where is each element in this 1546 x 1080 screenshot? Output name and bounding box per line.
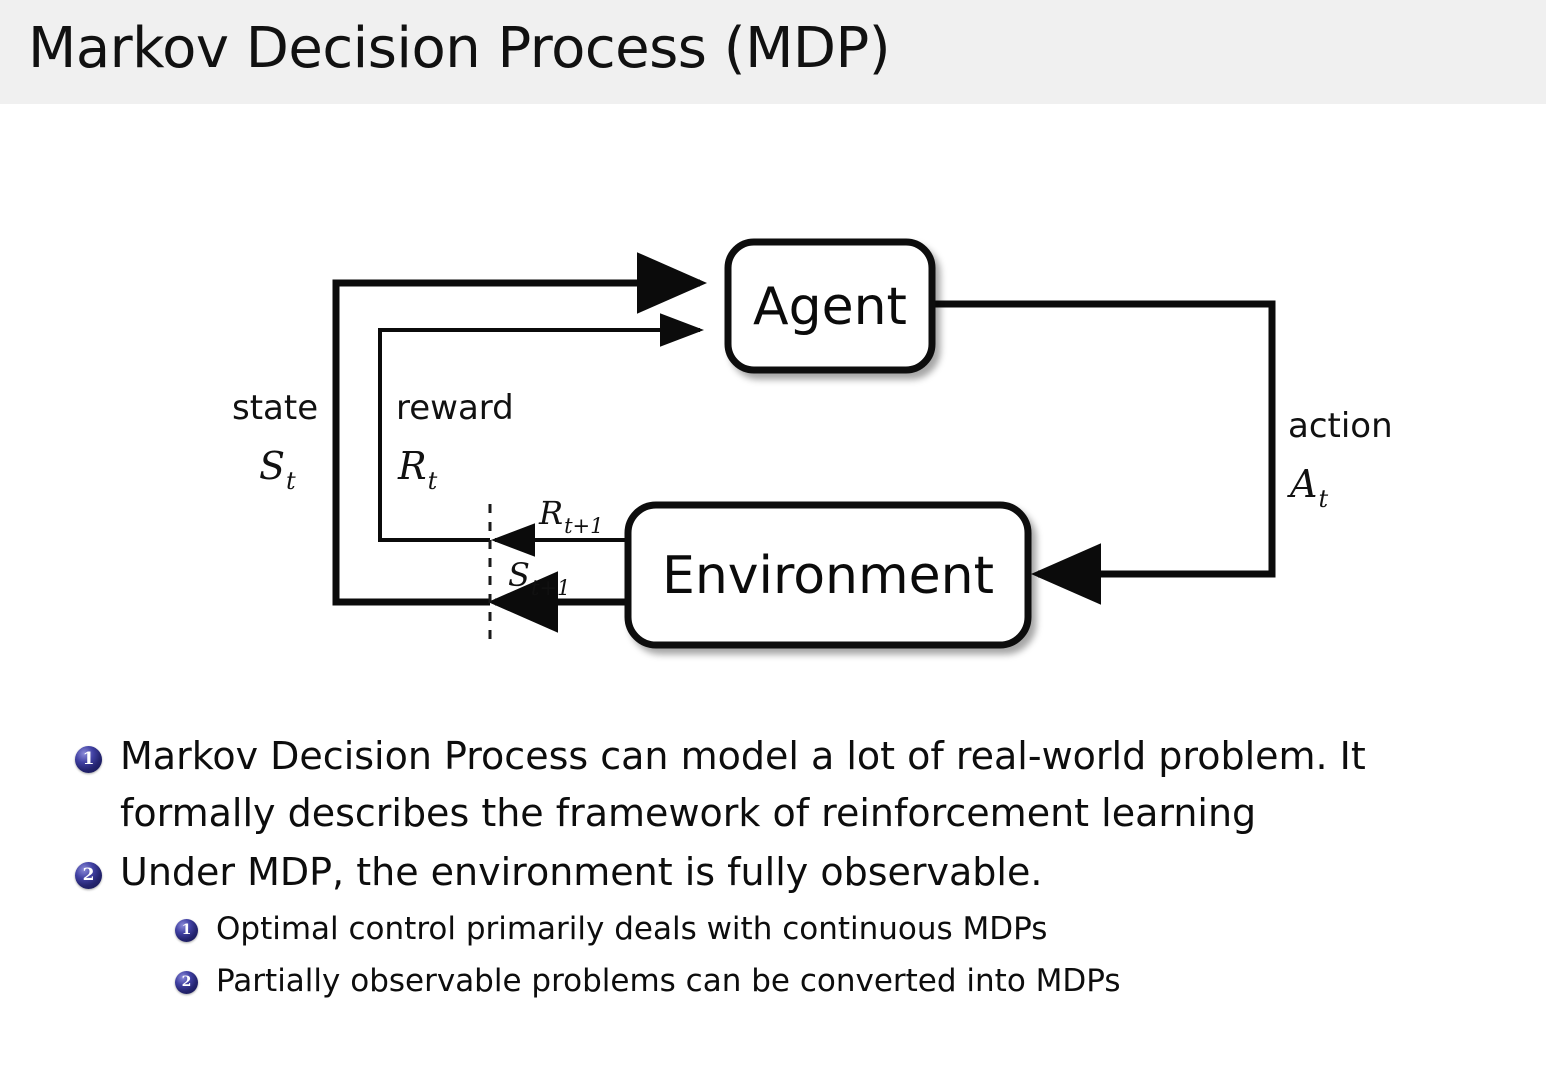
reward-next-label-group: Rt+1 <box>538 494 604 538</box>
bullet-text: Partially observable problems can be con… <box>216 963 1121 999</box>
list-item[interactable]: 1 Markov Decision Process can model a lo… <box>0 728 1546 842</box>
action-symbol: At <box>1287 462 1328 513</box>
page-title: Markov Decision Process (MDP) <box>28 16 891 81</box>
bullet-text: Markov Decision Process can model a lot … <box>120 728 1520 842</box>
bullet-number-badge: 2 <box>75 862 102 889</box>
reward-feedback-path <box>378 313 704 542</box>
state-next-label-group: St+1 <box>508 556 570 600</box>
state-symbol: St <box>259 444 296 495</box>
reward-label: reward <box>396 388 514 428</box>
bullet-text: Optimal control primarily deals with con… <box>216 911 1048 947</box>
state-feedback-path <box>332 252 707 606</box>
bullet-line: Under MDP, the environment is fully obse… <box>120 850 1043 894</box>
state-label: state <box>232 388 318 428</box>
bullet-number-badge: 1 <box>75 746 102 773</box>
bullet-text: Under MDP, the environment is fully obse… <box>120 844 1520 901</box>
bullet-number-badge: 2 <box>175 971 198 994</box>
list-item[interactable]: 1 Optimal control primarily deals with c… <box>0 903 1546 955</box>
agent-box[interactable]: Agent <box>724 238 936 374</box>
bullet-line: Markov Decision Process can model a lot … <box>120 734 1366 778</box>
state-next-symbol: St+1 <box>508 556 570 600</box>
bullet-number-badge: 1 <box>175 919 198 942</box>
reward-next-symbol: Rt+1 <box>538 494 604 538</box>
slide-header-bar: Markov Decision Process (MDP) <box>0 0 1546 104</box>
environment-box-label: Environment <box>662 546 994 606</box>
reward-label-group: reward Rt <box>396 388 514 495</box>
action-path <box>932 300 1276 605</box>
agent-box-label: Agent <box>753 277 907 337</box>
environment-box[interactable]: Environment <box>624 501 1032 649</box>
reward-symbol: Rt <box>397 444 438 495</box>
mdp-agent-environment-diagram: Agent Environment state St reward Rt act… <box>0 104 1546 704</box>
state-label-group: state St <box>232 388 318 495</box>
list-item[interactable]: 2 Partially observable problems can be c… <box>0 955 1546 1007</box>
bullet-list: 1 Markov Decision Process can model a lo… <box>0 728 1546 1007</box>
action-label: action <box>1288 406 1393 446</box>
action-label-group: action At <box>1287 406 1393 513</box>
list-item[interactable]: 2 Under MDP, the environment is fully ob… <box>0 844 1546 901</box>
bullet-line: formally describes the framework of rein… <box>120 791 1257 835</box>
